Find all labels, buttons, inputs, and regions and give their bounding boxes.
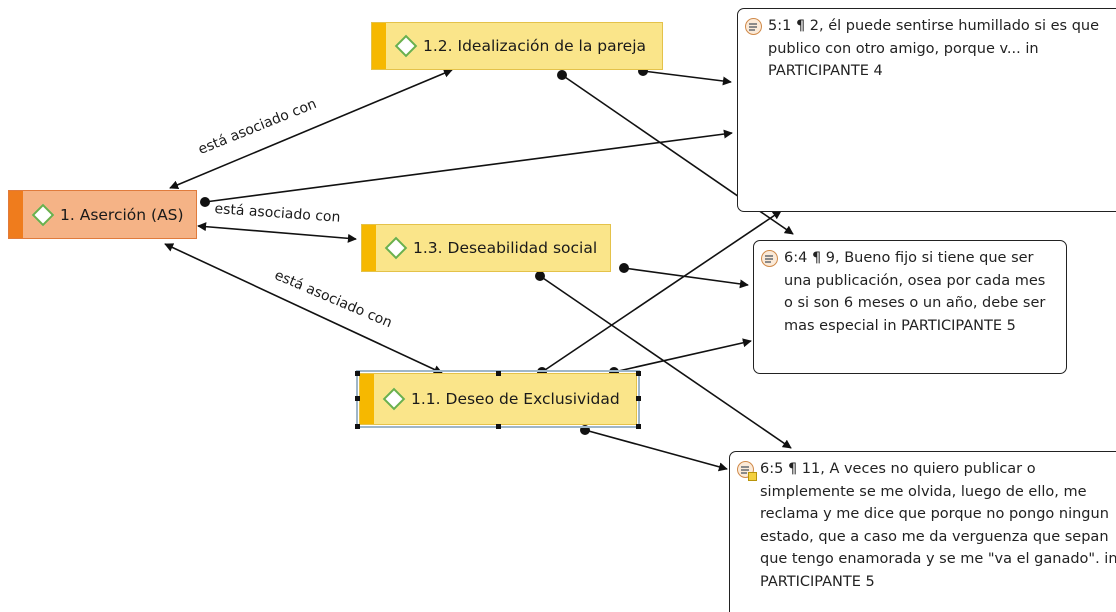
selection-handle[interactable] (355, 396, 360, 401)
quotation-node-6-4[interactable]: 6:4 ¶ 9, Bueno fijo si tiene que ser una… (753, 240, 1067, 374)
quotation-node-5-1[interactable]: 5:1 ¶ 2, él puede sentirse humillado si … (737, 8, 1116, 212)
quotation-text: 6:5 ¶ 11, A veces no quiero publicar o s… (760, 461, 1116, 590)
code-label: 1.2. Idealización de la pareja (423, 37, 647, 55)
quotation-text: 5:1 ¶ 2, él puede sentirse humillado si … (768, 18, 1100, 79)
link-exclusividad-quote3[interactable] (584, 429, 728, 472)
diamond-icon (382, 387, 406, 411)
diamond-icon (384, 236, 408, 260)
quotation-node-6-5[interactable]: 6:5 ¶ 11, A veces no quiero publicar o s… (729, 451, 1116, 612)
link-asercion-idealizacion[interactable] (169, 68, 453, 190)
quotation-icon (737, 461, 757, 481)
link-origin-dot (619, 263, 629, 273)
selection-handle[interactable] (496, 424, 501, 429)
link-origin-dot (580, 425, 590, 435)
link-asercion-deseabilidad[interactable] (197, 222, 357, 243)
quotation-text: 6:4 ¶ 9, Bueno fijo si tiene que ser una… (784, 250, 1046, 334)
link-exclusividad-quote2[interactable] (613, 338, 752, 373)
link-origin-dot (535, 271, 545, 281)
selection-handle[interactable] (496, 371, 501, 376)
code-node-exclusividad[interactable]: 1.1. Deseo de Exclusividad (356, 370, 640, 428)
link-exclusividad-quote1[interactable] (541, 210, 782, 373)
code-color-bar (372, 23, 386, 69)
link-deseabilidad-quote2[interactable] (623, 267, 749, 289)
code-node-deseabilidad[interactable]: 1.3. Deseabilidad social (361, 224, 611, 272)
link-asercion-exclusividad[interactable] (164, 243, 443, 374)
link-origin-dot (557, 70, 567, 80)
selection-handle[interactable] (355, 424, 360, 429)
code-color-bar (9, 191, 23, 238)
memo-icon (748, 472, 757, 481)
link-idealizacion-quote1[interactable] (642, 70, 732, 86)
code-color-bar (360, 374, 374, 424)
code-label: 1.3. Deseabilidad social (413, 239, 598, 257)
code-node-idealizacion[interactable]: 1.2. Idealización de la pareja (371, 22, 663, 70)
link-deseabilidad-quote3[interactable] (539, 275, 792, 449)
diamond-icon (31, 203, 55, 226)
link-asercion-quote1[interactable] (204, 129, 733, 203)
quotation-icon (761, 250, 778, 267)
selection-handle[interactable] (636, 371, 641, 376)
code-color-bar (362, 225, 376, 271)
selection-handle[interactable] (355, 371, 360, 376)
link-origin-dot (200, 197, 210, 207)
selection-handle[interactable] (636, 424, 641, 429)
code-label: 1.1. Deseo de Exclusividad (411, 390, 620, 408)
diamond-icon (394, 34, 418, 58)
code-node-asercion[interactable]: 1. Aserción (AS) (8, 190, 197, 239)
code-label: 1. Aserción (AS) (60, 205, 184, 224)
selection-handle[interactable] (636, 396, 641, 401)
quotation-icon (745, 18, 762, 35)
